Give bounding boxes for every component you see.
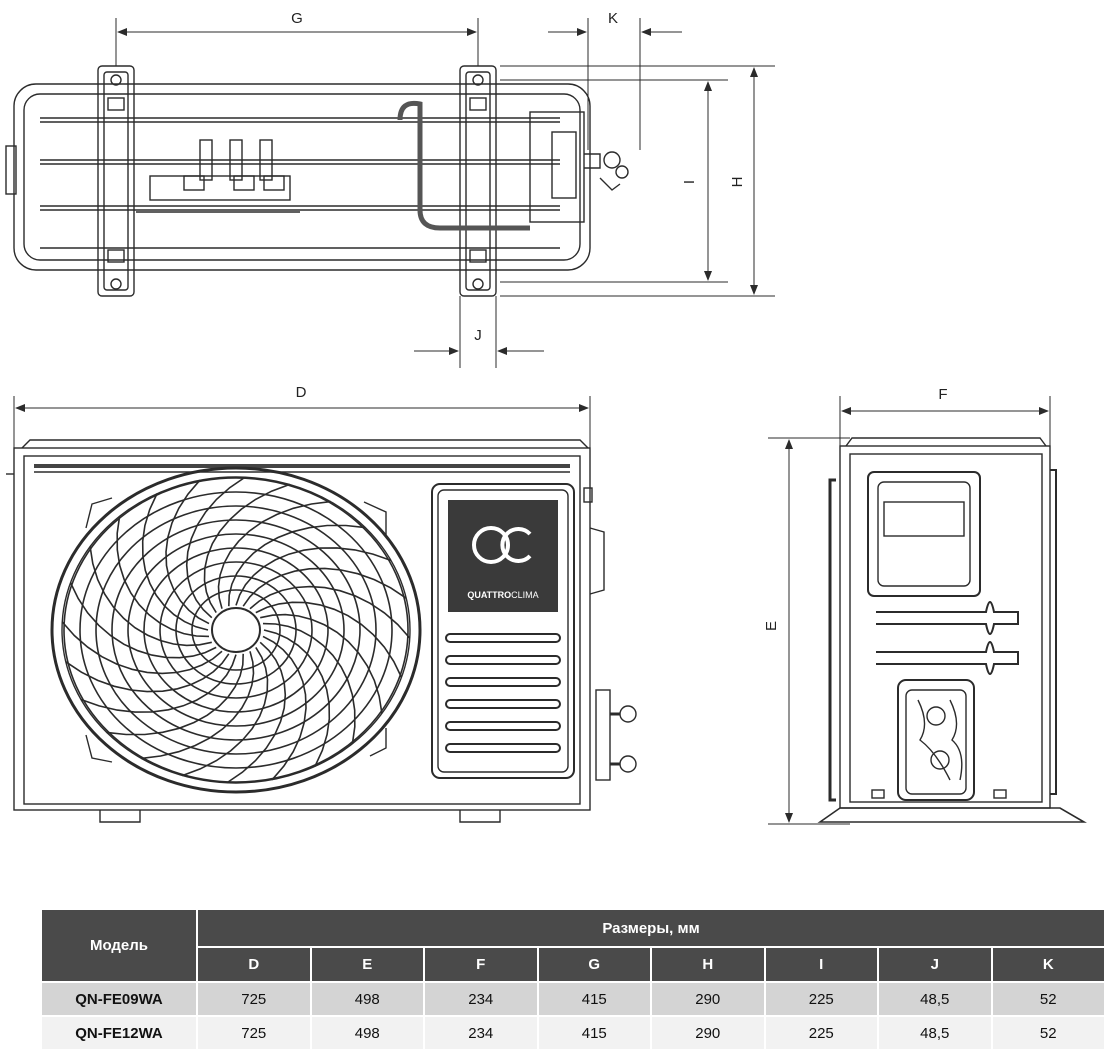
grille-slot	[445, 743, 561, 753]
fan-guard-spoke	[141, 651, 255, 760]
fan-guard-spoke	[141, 493, 209, 631]
fan-guard-spoke	[65, 653, 230, 693]
model-cell: QN-FE12WA	[40, 1015, 198, 1051]
fan-guard-spoke	[165, 479, 210, 625]
table-row: QN-FE12WA 725 498 234 415 290 225 48,5 5…	[40, 1015, 1106, 1051]
top-view	[5, 65, 629, 297]
col-header: K	[990, 946, 1106, 983]
fan-hub	[211, 607, 261, 653]
fan-guard-spoke	[260, 613, 383, 714]
fan-guard-spoke	[217, 500, 331, 609]
fan-guard-spoke	[106, 653, 244, 736]
value-cell: 48,5	[877, 1015, 993, 1051]
dim-label-d: D	[296, 384, 307, 401]
fan-guard	[61, 476, 411, 784]
dim-label-g: G	[291, 10, 303, 27]
dim-label-i: I	[681, 180, 698, 184]
value-cell: 290	[650, 981, 766, 1017]
col-header: H	[650, 946, 766, 983]
table-row: QN-FE09WA 725 498 234 415 290 225 48,5 5…	[40, 981, 1106, 1017]
col-header: F	[423, 946, 539, 983]
technical-drawing: QUATTROCLIMA G K I H J D F E	[5, 10, 1087, 825]
model-header: Модель	[40, 908, 198, 983]
value-cell: 498	[309, 1015, 425, 1051]
fan-guard-spoke	[255, 601, 403, 678]
value-cell: 290	[650, 1015, 766, 1051]
fan-guard-spoke	[80, 654, 237, 713]
brand-name-bold: QUATTRO	[467, 590, 511, 600]
value-cell: 234	[423, 981, 539, 1017]
fan-guard-spoke	[116, 516, 210, 638]
dim-label-k: K	[608, 10, 618, 27]
value-cell: 52	[990, 1015, 1106, 1051]
fan-guard-ring	[95, 505, 377, 755]
value-cell: 725	[196, 1015, 312, 1051]
col-header: G	[536, 946, 652, 983]
dim-label-j: J	[474, 327, 482, 344]
dimensions-table: Модель Размеры, мм D E F G H I J K QN-FE…	[40, 908, 1106, 1051]
col-header: D	[196, 946, 312, 983]
dim-label-f: F	[938, 386, 947, 403]
col-header: E	[309, 946, 425, 983]
fan-guard-spoke	[89, 546, 212, 647]
value-cell: 415	[536, 1015, 652, 1051]
fan-guard-spoke	[185, 476, 246, 619]
fan-guard-ring	[111, 519, 361, 741]
fan-guard-spoke	[242, 567, 407, 607]
fan-guard-ring	[127, 533, 345, 727]
value-cell: 415	[536, 981, 652, 1017]
grille-slot	[445, 699, 561, 709]
fan-guard-ring	[79, 491, 393, 769]
col-header: J	[877, 946, 993, 983]
side-view	[768, 396, 1087, 825]
brand-logo: QUATTROCLIMA	[448, 500, 558, 612]
grille-slot	[445, 655, 561, 665]
value-cell: 725	[196, 981, 312, 1017]
dimensions-group-header: Размеры, мм	[196, 908, 1106, 948]
fan-guard-ring	[63, 477, 409, 783]
value-cell: 234	[423, 1015, 539, 1051]
dim-label-h: H	[729, 177, 746, 188]
brand-name: QUATTROCLIMA	[467, 590, 538, 600]
fan-guard-ring	[191, 589, 281, 671]
fan-guard-spoke	[228, 524, 366, 607]
grille-slot	[445, 677, 561, 687]
dim-label-e: E	[763, 621, 780, 631]
fan-guard-ring	[143, 547, 329, 713]
fan-guard-spoke	[203, 483, 291, 614]
model-cell: QN-FE09WA	[40, 981, 198, 1017]
col-header: I	[763, 946, 879, 983]
grille-slots	[445, 633, 561, 753]
value-cell: 498	[309, 981, 425, 1017]
fan-guard-spoke	[61, 621, 223, 675]
fan-guard-spoke	[181, 646, 269, 777]
fan-guard-spoke	[262, 622, 356, 744]
brand-name-light: CLIMA	[511, 590, 539, 600]
fan-guard-spoke	[226, 641, 287, 784]
fan-guard-ring	[159, 561, 313, 699]
front-view	[6, 396, 637, 823]
value-cell: 48,5	[877, 981, 993, 1017]
fan-guard-spoke	[235, 547, 392, 606]
fan-guard-spoke	[69, 582, 217, 659]
fan-guard-spoke	[262, 635, 307, 781]
grille-slot	[445, 633, 561, 643]
value-cell: 225	[763, 1015, 879, 1051]
grille-slot	[445, 721, 561, 731]
fan-guard-spoke	[249, 585, 411, 639]
value-cell: 52	[990, 981, 1106, 1017]
fan-guard-spoke	[263, 629, 331, 767]
value-cell: 225	[763, 981, 879, 1017]
